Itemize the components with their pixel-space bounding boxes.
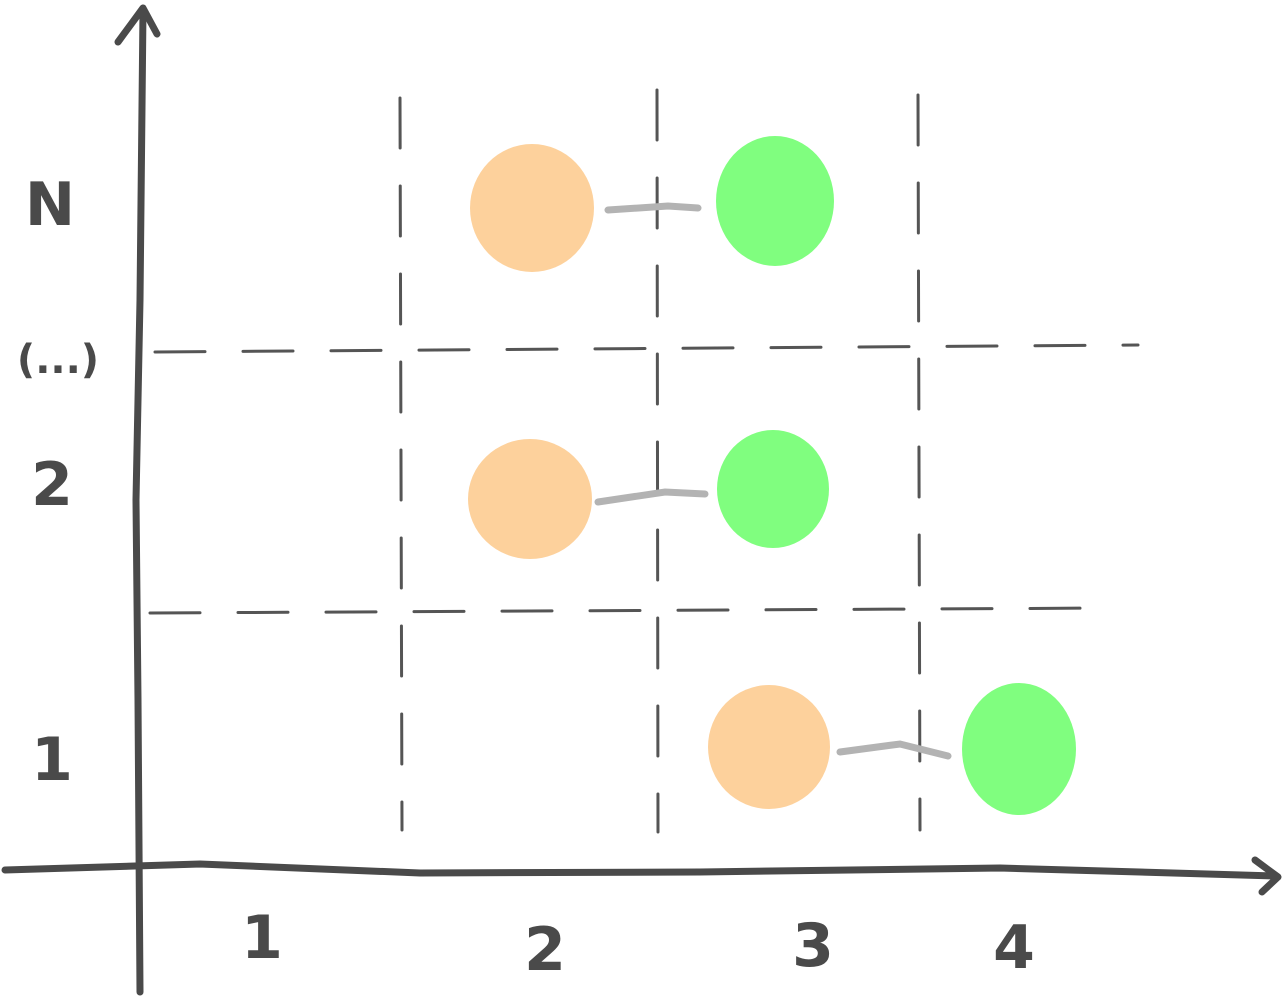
y-axis-tick-labels: 1 2 (...) N bbox=[17, 170, 99, 795]
connector-row-n bbox=[604, 202, 702, 214]
y-axis-line bbox=[132, 6, 147, 996]
axes bbox=[1, 4, 1282, 996]
x-axis-tick-labels: 1 2 3 4 bbox=[241, 903, 1035, 985]
connector-row-2 bbox=[594, 488, 709, 506]
x-tick-label-2: 2 bbox=[524, 915, 566, 985]
green-node-row-2 bbox=[717, 430, 829, 548]
orange-node-row-n bbox=[470, 144, 594, 272]
grid-line-y-1-2 bbox=[148, 606, 1117, 615]
y-tick-label-2: 2 bbox=[31, 450, 73, 520]
grid-line-x-1-2 bbox=[398, 96, 404, 832]
vertical-grid-lines bbox=[398, 88, 922, 834]
x-tick-label-3: 3 bbox=[792, 911, 834, 981]
grid-line-x-3-4 bbox=[916, 93, 922, 832]
x-axis-line bbox=[1, 860, 1280, 880]
nodes bbox=[468, 136, 1076, 815]
x-tick-label-1: 1 bbox=[241, 903, 283, 973]
y-axis-arrowhead bbox=[114, 4, 161, 46]
y-tick-label-n: N bbox=[25, 170, 75, 240]
y-tick-label-1: 1 bbox=[31, 725, 73, 795]
x-tick-label-4: 4 bbox=[993, 913, 1035, 983]
green-node-row-n bbox=[716, 136, 834, 266]
connectors bbox=[594, 202, 952, 760]
y-tick-label-ellipsis: (...) bbox=[17, 337, 99, 383]
orange-node-row-2 bbox=[468, 439, 592, 559]
grid-line-y-ellipsis bbox=[153, 343, 1140, 354]
x-axis-arrowhead bbox=[1251, 856, 1282, 896]
grid-line-x-2-3 bbox=[655, 88, 660, 834]
connector-row-1 bbox=[836, 740, 952, 760]
green-node-row-1 bbox=[962, 683, 1076, 815]
orange-node-row-1 bbox=[708, 685, 830, 809]
horizontal-grid-lines bbox=[148, 343, 1140, 615]
